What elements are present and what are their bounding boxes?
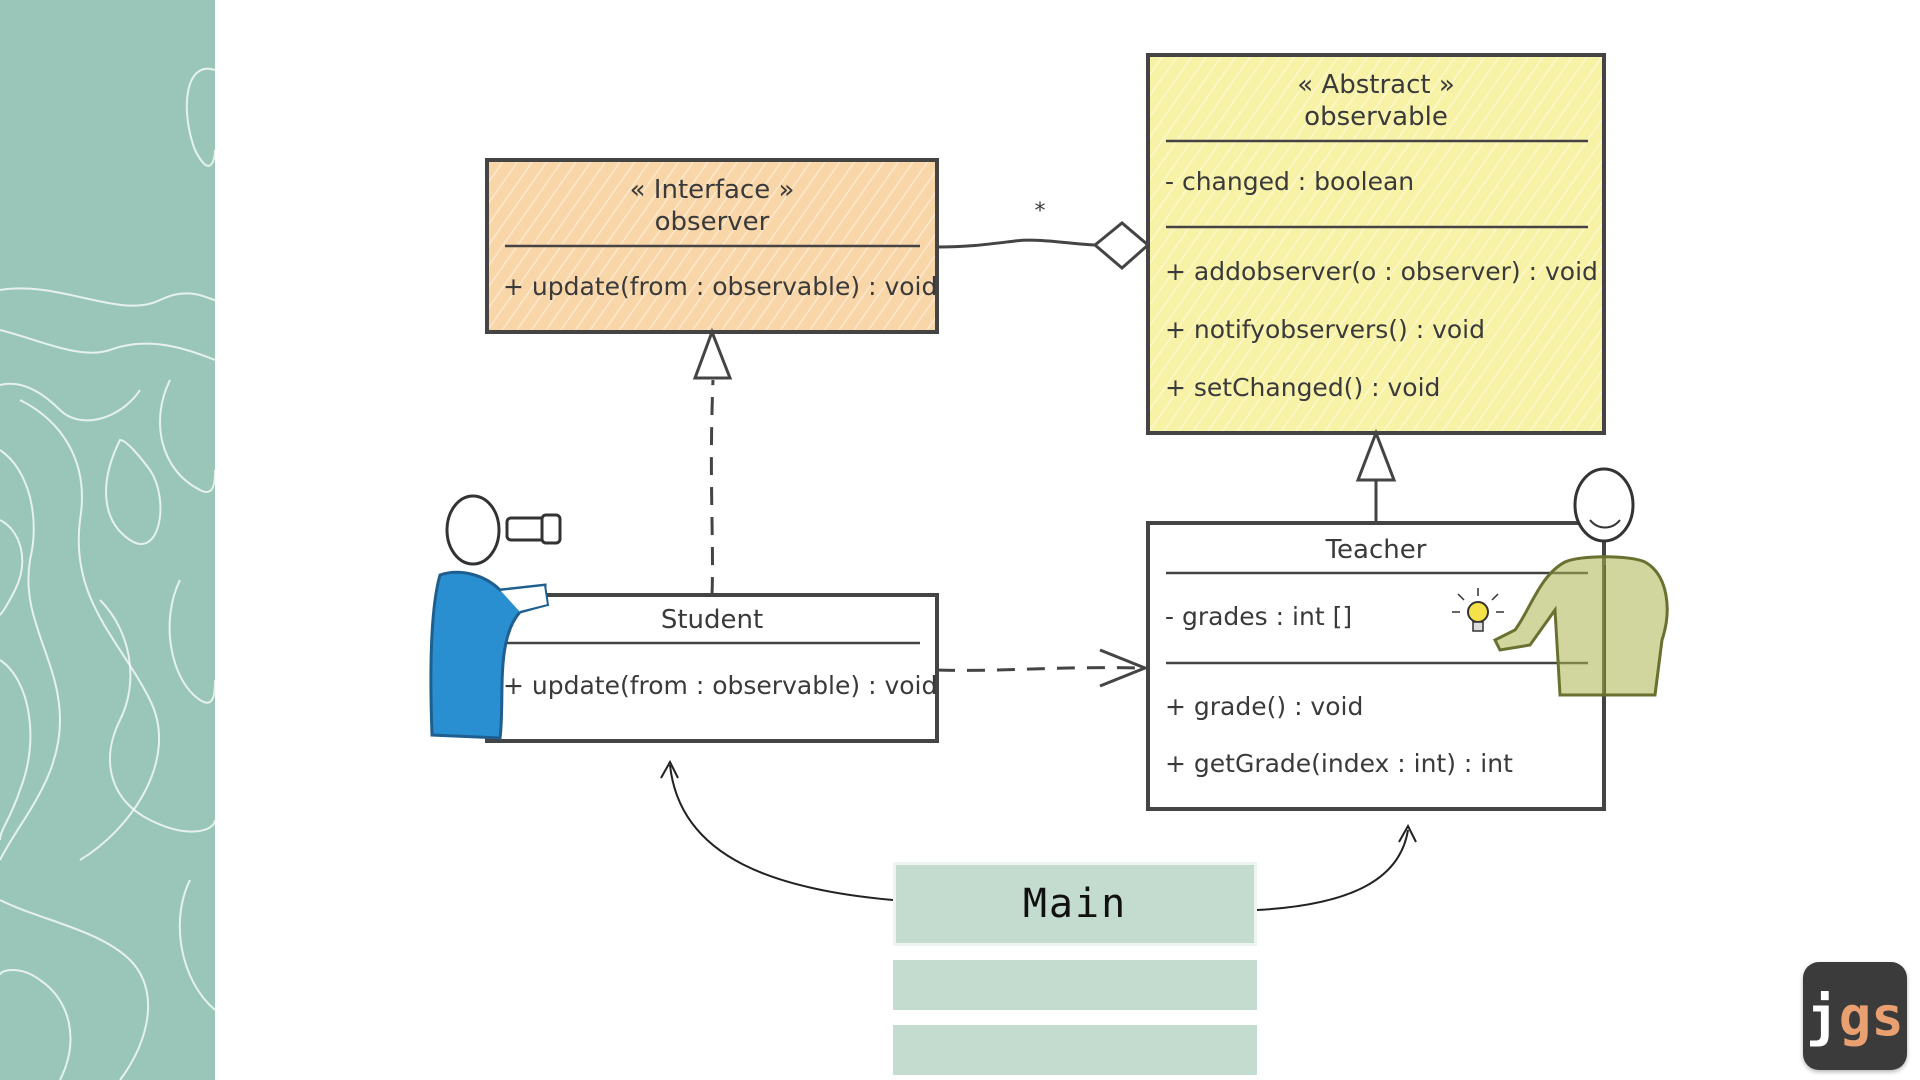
logo-j: j	[1806, 984, 1839, 1048]
association-multiplicity: *	[1035, 199, 1046, 224]
main-to-teacher-arrow	[1256, 829, 1409, 911]
observable-method-notifyobservers: + notifyobservers() : void	[1165, 315, 1485, 344]
student-class-name: Student	[661, 605, 763, 635]
lightbulb-base	[1472, 621, 1484, 632]
teacher-method-getgrade: + getGrade(index : int) : int	[1165, 749, 1513, 778]
main-class-section-1	[893, 960, 1257, 1010]
teacher-attr-grades: - grades : int []	[1165, 602, 1352, 631]
observable-class: « Abstract » observable - changed : bool…	[1146, 53, 1606, 435]
main-class-section-2	[893, 1025, 1257, 1075]
student-class-box	[485, 593, 939, 743]
teacher-body	[1492, 555, 1669, 697]
open-arrowhead-icon	[660, 759, 679, 779]
realization-connector	[692, 327, 733, 596]
lightbulb-icon	[1467, 601, 1489, 623]
generalization-connector	[1355, 428, 1397, 523]
observer-method-update: + update(from : observable) : void	[503, 272, 937, 301]
main-class-box: Main	[893, 862, 1257, 946]
aggregation-line	[936, 238, 1096, 249]
teacher-class: Teacher - grades : int [] + grade() : vo…	[1146, 521, 1606, 811]
main-arrows	[660, 759, 1417, 911]
dependency-line	[936, 666, 1141, 672]
student-binoculars-figure	[429, 494, 562, 740]
dependency-connector	[936, 648, 1150, 688]
observable-method-setchanged: + setChanged() : void	[1165, 373, 1440, 402]
logo-gs: gs	[1838, 984, 1904, 1048]
teacher-head	[1573, 467, 1635, 543]
teacher-class-name: Teacher	[1325, 535, 1427, 565]
observer-class: « Interface » observer + update(from : o…	[485, 158, 939, 334]
main-class-name: Main	[1022, 881, 1128, 927]
realization-line	[709, 379, 715, 596]
contour-pattern	[0, 67, 215, 1080]
binoculars-lens	[540, 513, 562, 545]
hollow-triangle-arrow-icon	[692, 327, 733, 380]
main-to-student-arrow	[669, 764, 894, 901]
teacher-lightbulb-figure	[1452, 467, 1669, 697]
observer-stereotype: « Interface »	[630, 175, 795, 205]
observable-method-addobserver: + addobserver(o : observer) : void	[1165, 257, 1598, 286]
observable-class-name: observable	[1304, 102, 1448, 132]
open-arrowhead-icon	[1099, 648, 1150, 688]
student-method-update: + update(from : observable) : void	[503, 671, 937, 700]
observer-class-name: observer	[655, 207, 770, 237]
teacher-method-grade: + grade() : void	[1165, 692, 1363, 721]
open-arrowhead-icon	[1398, 823, 1417, 843]
contour-sidebar	[0, 0, 215, 1080]
teacher-smile	[1589, 519, 1621, 529]
hollow-triangle-arrow-icon	[1355, 428, 1397, 482]
student-arm	[499, 583, 550, 613]
lightbulb-rays	[1452, 588, 1504, 613]
student-class: Student + update(from : observable) : vo…	[485, 593, 939, 743]
student-head	[445, 494, 501, 566]
observable-stereotype: « Abstract »	[1297, 70, 1455, 100]
observable-attr-changed: - changed : boolean	[1165, 167, 1414, 196]
aggregation-connector: *	[936, 199, 1151, 270]
student-body	[429, 570, 547, 740]
hollow-diamond-icon	[1092, 221, 1151, 270]
teacher-class-box	[1146, 521, 1606, 811]
